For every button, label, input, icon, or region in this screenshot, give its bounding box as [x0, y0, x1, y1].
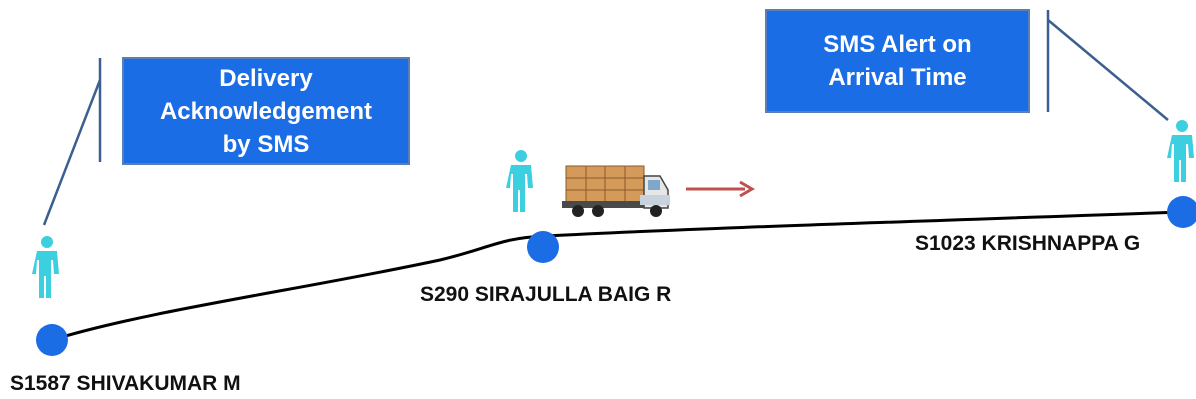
stop-dot-s1023[interactable]: [1167, 196, 1196, 228]
stop-label-s290: S290 SIRAJULLA BAIG R: [420, 283, 672, 306]
sms-alert-callout: SMS Alert on Arrival Time: [765, 9, 1030, 113]
truck-icon: [562, 165, 670, 217]
person-icon: [32, 236, 59, 298]
delivery-ack-callout: Delivery Acknowledgement by SMS: [122, 57, 410, 165]
callout-line: SMS Alert on: [823, 31, 972, 58]
stop-dot-s1587[interactable]: [36, 324, 68, 356]
direction-arrow-icon: [686, 180, 755, 198]
sms-alert-connector: [1046, 10, 1169, 121]
stop-dot-s290[interactable]: [527, 231, 559, 263]
callout-line: Arrival Time: [828, 64, 967, 91]
callout-line: by SMS: [222, 130, 310, 158]
callout-line: Delivery: [219, 64, 313, 92]
callout-line: Acknowledgement: [159, 97, 373, 125]
route-line: [51, 210, 1184, 342]
stop-label-s1023: S1023 KRISHNAPPA G: [915, 232, 1141, 255]
person-icon: [1167, 120, 1194, 182]
stop-label-s1587: S1587 SHIVAKUMAR M: [10, 372, 241, 395]
person-icon: [506, 150, 533, 212]
delivery-ack-connector: [42, 58, 102, 226]
